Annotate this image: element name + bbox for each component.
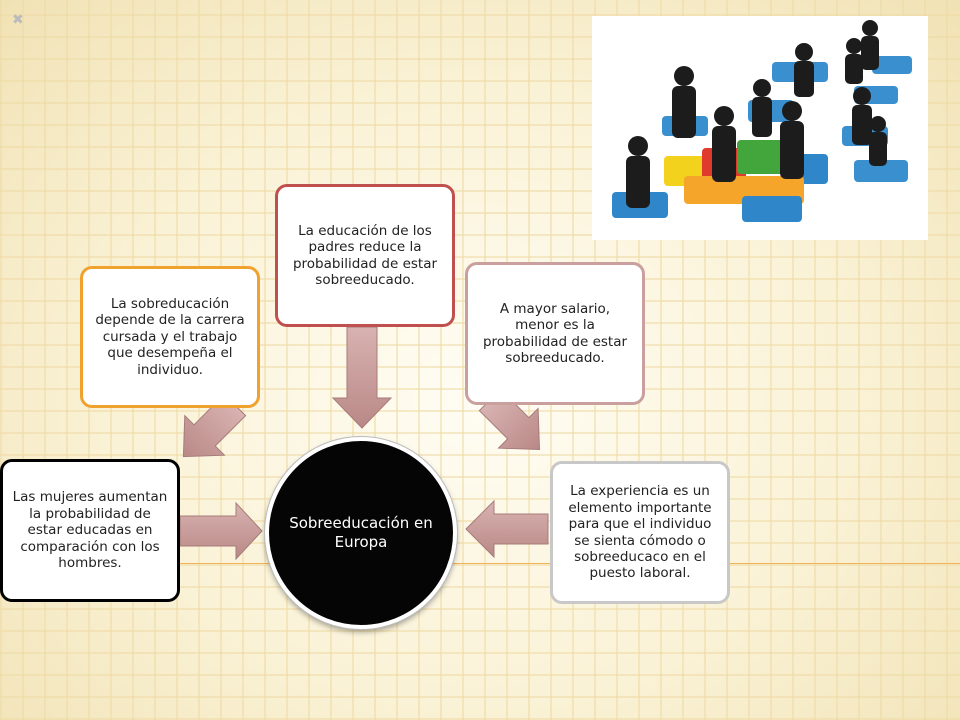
node-experience: La experiencia es un elemento importante… <box>550 461 730 604</box>
slide-mark-icon: ✖ <box>12 12 24 28</box>
node-women-text: Las mujeres aumentan la probabilidad de … <box>12 489 168 572</box>
arrow-experience <box>465 499 549 559</box>
node-parents-text: La educación de los padres reduce la pro… <box>292 222 438 288</box>
center-node: Sobreeducación en Europa <box>265 437 457 629</box>
decorative-rule <box>0 563 960 564</box>
node-women: Las mujeres aumentan la probabilidad de … <box>0 459 180 602</box>
node-salary: A mayor salario, menor es la probabilida… <box>465 262 645 405</box>
node-experience-text: La experiencia es un elemento importante… <box>568 483 712 582</box>
node-career-text: La sobreducación depende de la carrera c… <box>95 295 245 378</box>
arrow-career <box>182 393 247 458</box>
arrow-parents <box>331 326 393 429</box>
center-label: Sobreeducación en Europa <box>289 514 433 551</box>
business-puzzle-image <box>592 16 928 240</box>
people-silhouettes-icon <box>626 20 887 208</box>
node-salary-text: A mayor salario, menor es la probabilida… <box>482 300 628 366</box>
arrow-women <box>179 501 263 561</box>
node-career: La sobreducación depende de la carrera c… <box>80 266 260 408</box>
node-parents: La educación de los padres reduce la pro… <box>275 184 455 327</box>
